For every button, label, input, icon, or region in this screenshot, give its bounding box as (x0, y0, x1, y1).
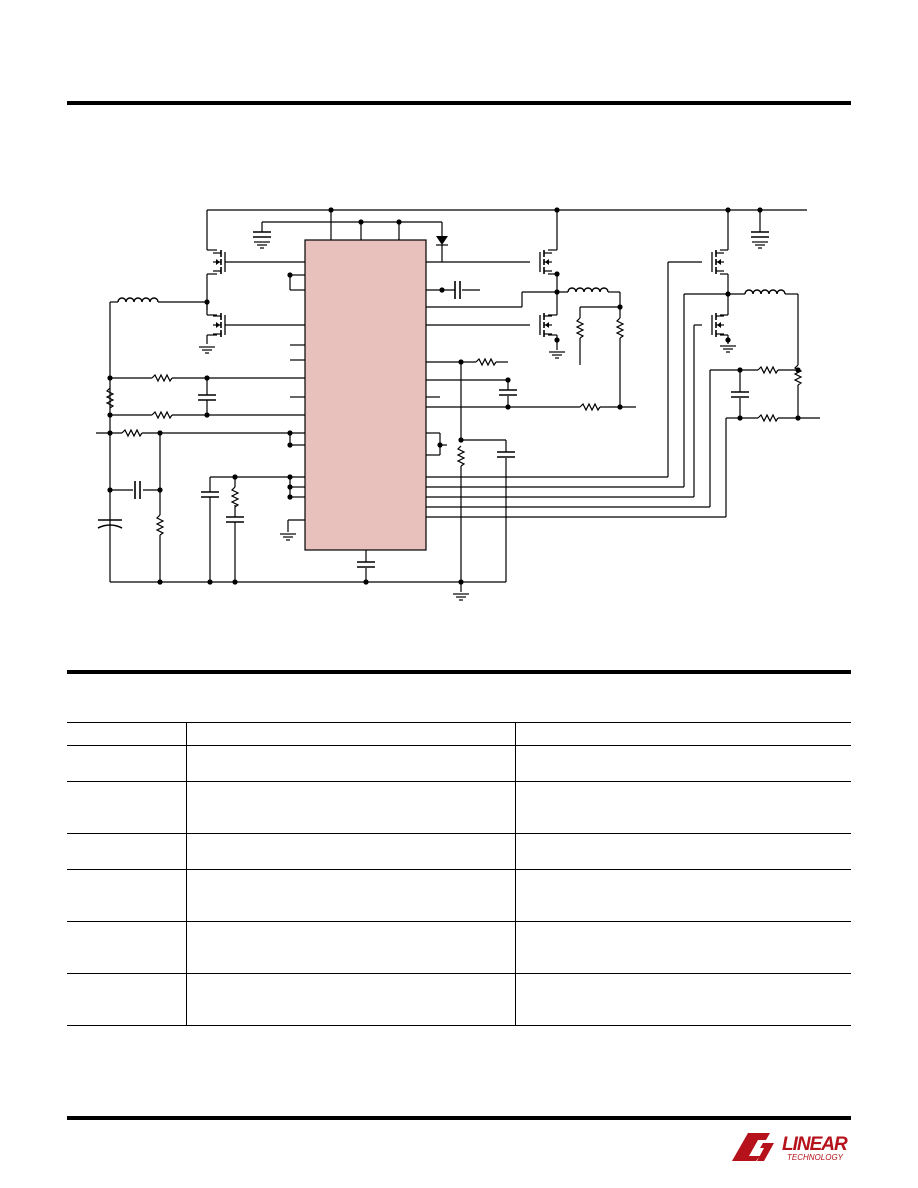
table-cell (514, 745, 851, 782)
table-cell (514, 781, 851, 834)
table-cell (185, 745, 516, 782)
table-row (67, 745, 851, 782)
table-row (67, 869, 851, 922)
lt-logo-icon (732, 1133, 774, 1161)
table-cell (67, 834, 186, 870)
top-rule (67, 101, 851, 105)
linear-technology-logo: LINEAR TECHNOLOGY (732, 1133, 849, 1162)
table-header-cell (185, 722, 516, 746)
table-cell (185, 921, 516, 974)
table-cell (514, 833, 851, 870)
table-header-cell (514, 722, 851, 746)
logo-line1: LINEAR (782, 1134, 848, 1155)
circuit-schematic (96, 207, 820, 601)
table-cell (67, 746, 186, 782)
table-row (67, 781, 851, 834)
footer-rule (67, 1116, 851, 1120)
logo-line2: TECHNOLOGY (787, 1153, 844, 1162)
table-header-cell (67, 723, 186, 746)
table-cell (514, 973, 851, 1026)
table-cell (185, 869, 516, 922)
table-cell (185, 781, 516, 834)
table-cell (67, 974, 186, 1026)
table-header-row (67, 722, 851, 746)
table-cell (185, 833, 516, 870)
table-cell (185, 973, 516, 1026)
section-rule (67, 670, 851, 674)
table-row (67, 921, 851, 974)
related-parts-table (67, 722, 851, 1026)
controller-ic (304, 239, 427, 551)
table-cell (67, 922, 186, 974)
table-cell (67, 782, 186, 834)
table-row (67, 973, 851, 1026)
table-row (67, 833, 851, 870)
table-cell (514, 869, 851, 922)
table-cell (514, 921, 851, 974)
table-cell (67, 870, 186, 922)
